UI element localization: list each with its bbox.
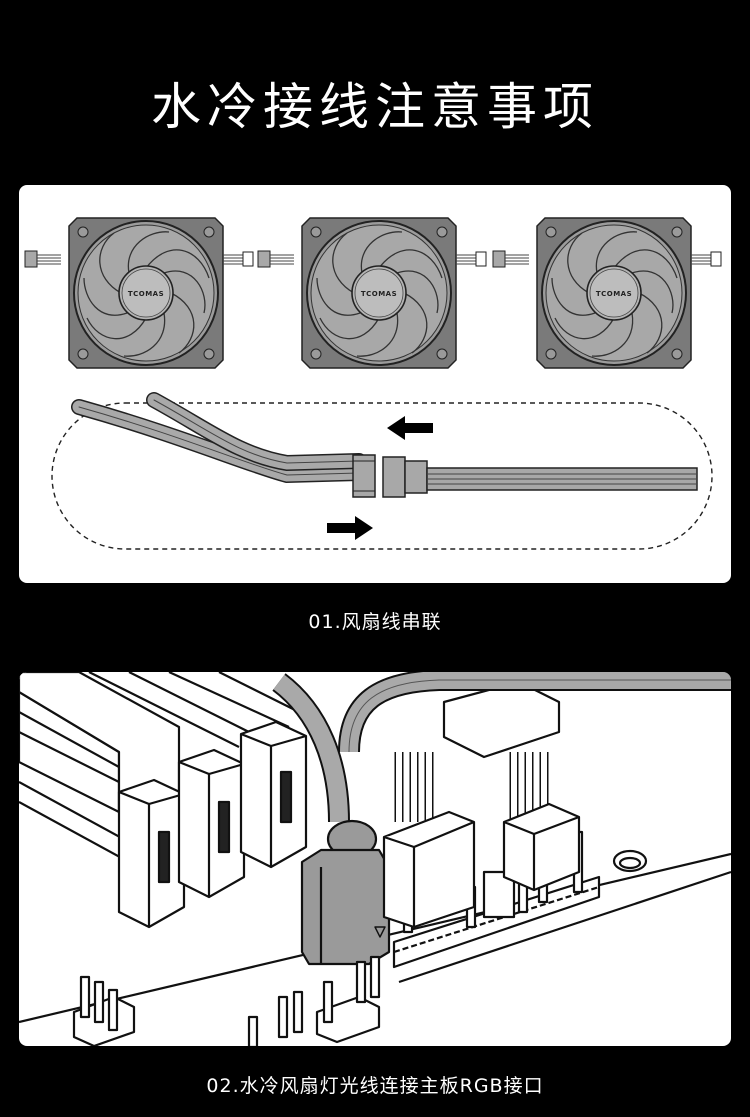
fan-cable-bundle [71,392,367,484]
fan-logo: TCOMAS [596,290,632,298]
extension-cable [426,467,698,491]
dashed-callout [51,402,713,550]
fan-1-out-connector [222,251,254,267]
rgb-plug [272,672,731,966]
fan-2-in-connector [257,250,295,268]
section-2-caption: 02.水冷风扇灯光线连接主板RGB接口 [206,1075,544,1097]
fan-plug [382,752,581,929]
fan-2-out-connector [455,251,487,267]
motherboard-rgb-illustration [19,672,731,1046]
motherboard-diagram [19,672,731,1046]
arrow-left-icon [387,416,433,440]
arrow-right-icon [327,516,373,540]
male-connector [382,456,406,498]
female-connector [352,454,376,498]
front-panel-pins [72,955,381,1046]
fan-3: TCOMAS [536,217,692,369]
ram-slots [19,672,310,929]
fan-series-illustration: TCOMAS TCOMAS TCOMAS [19,185,731,583]
fan-1-in-connector [24,250,62,268]
fan-1: TCOMAS [68,217,224,369]
fan-series-diagram: TCOMAS TCOMAS TCOMAS [24,217,722,550]
fan-3-out-connector [690,251,722,267]
fan-3-in-connector [492,250,530,268]
fan-2: TCOMAS [301,217,457,369]
fan-logo: TCOMAS [128,290,164,298]
section-1-caption: 01.风扇线串联 [308,611,442,633]
page-title: 水冷接线注意事项 [151,78,599,136]
fan-logo: TCOMAS [361,290,397,298]
